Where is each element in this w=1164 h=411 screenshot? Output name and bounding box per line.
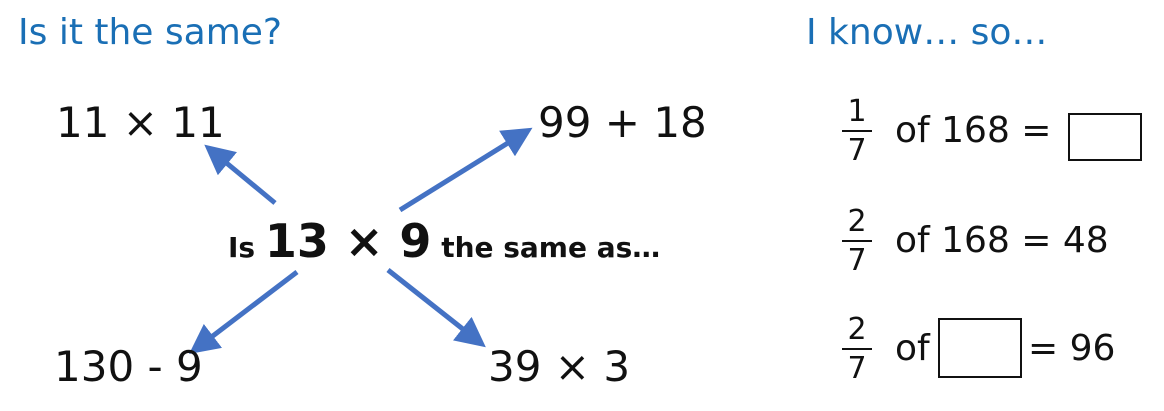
question-expression: 13 × 9 [264, 214, 432, 268]
fact-3-result: = 96 [1028, 328, 1116, 369]
answer-box-1[interactable] [1068, 113, 1142, 161]
option-bottom-right: 39 × 3 [488, 342, 631, 391]
arrow-bottom-left [189, 270, 299, 355]
option-top-left: 11 × 11 [56, 98, 225, 147]
question: Is 13 × 9 the same as… [228, 214, 660, 268]
option-bottom-left: 130 - 9 [54, 342, 203, 391]
fact-2-text: of 168 = 48 [895, 220, 1109, 261]
fact-1-text: of 168 = [895, 110, 1052, 151]
fact-3-text: of [895, 328, 930, 369]
arrow-bottom-right [386, 268, 486, 348]
left-title: Is it the same? [18, 12, 283, 53]
arrow-top-right [398, 127, 533, 213]
option-top-right: 99 + 18 [538, 98, 707, 147]
right-title: I know… so… [806, 12, 1048, 53]
arrow-top-left [204, 144, 277, 205]
question-suffix: the same as… [441, 231, 661, 264]
answer-box-2[interactable] [938, 318, 1022, 378]
question-prefix: Is [228, 231, 256, 264]
